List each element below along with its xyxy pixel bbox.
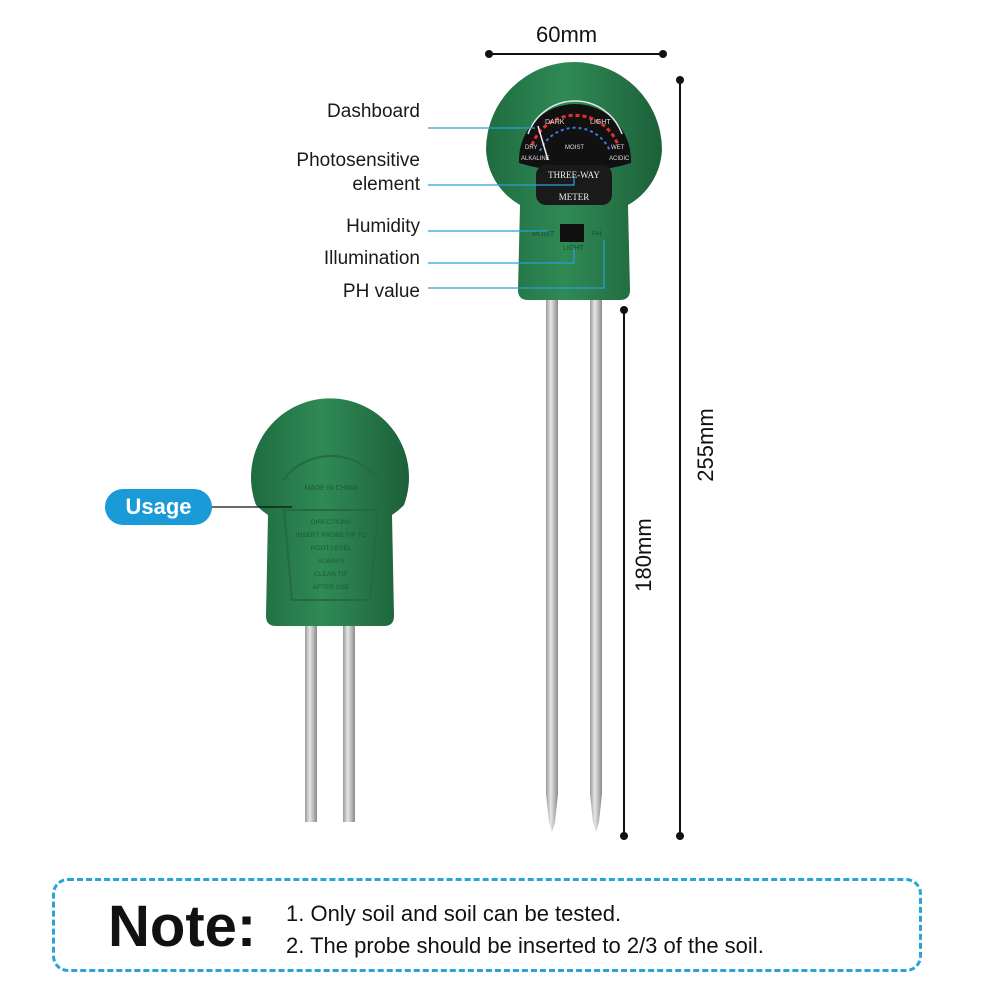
made-in-label: MADE IN CHINA: [305, 485, 358, 492]
mode-switch[interactable]: [560, 224, 584, 242]
switch-ph-label: PH: [592, 231, 602, 238]
main-probe-right: [590, 298, 602, 832]
directions-text: DIRECTIONS INSERT PROBE TIP TO ROOT LEVE…: [296, 519, 366, 591]
dial-dark-label: DARK: [545, 119, 565, 126]
dial-scale: [527, 100, 623, 161]
back-probe-right: [343, 620, 355, 822]
callout-illumination: Illumination: [323, 248, 420, 269]
illumination-leader: [428, 248, 575, 264]
back-body: [251, 398, 409, 626]
callout-dashboard: Dashboard: [327, 101, 420, 122]
dial-needle: [537, 125, 549, 161]
photosensitive-leader: [428, 176, 575, 186]
usage-badge: Usage: [105, 489, 212, 525]
total-length-dimension: [676, 76, 684, 840]
back-probe-left: [305, 620, 317, 822]
directions-line: INSERT PROBE TIP TO: [296, 532, 366, 539]
brand-line-1: THREE-WAY: [548, 170, 600, 180]
note-line-1: 1. Only soil and soil can be tested.: [286, 901, 622, 926]
note-title: Note:: [108, 894, 257, 959]
back-panel-emboss: [282, 509, 380, 601]
dial-alkaline-label: ALKALINE: [521, 156, 550, 162]
brand-line-2: METER: [559, 192, 590, 202]
ph-leader: [428, 240, 605, 289]
probe-length-label: 180mm: [631, 518, 656, 592]
dial-acidic-label: ACIDIC: [609, 156, 630, 162]
dial-wet-label: WET: [611, 145, 625, 151]
main-probe-left: [546, 298, 558, 832]
switch-moist-label: MOIST: [532, 231, 555, 238]
callout-ph-value: PH value: [342, 281, 420, 302]
callout-humidity: Humidity: [346, 216, 420, 237]
dial-moist-label: MOIST: [565, 145, 584, 151]
callout-photosensitive-line1: Photosensitive: [296, 150, 420, 171]
directions-line: CLEAN TIP: [314, 571, 347, 578]
note-box: [52, 878, 922, 972]
callout-lines: [428, 127, 605, 289]
directions-line: ROOT LEVEL: [311, 545, 352, 552]
width-dimension: [485, 50, 667, 58]
width-label: 60mm: [536, 22, 598, 47]
note-line-2: 2. The probe should be inserted to 2/3 o…: [286, 933, 764, 958]
directions-line: AFTER USE: [313, 584, 350, 591]
back-arc-emboss: [282, 455, 380, 481]
directions-line: DIRECTIONS: [311, 519, 352, 526]
probe-length-dimension: [620, 306, 628, 840]
total-length-label: 255mm: [693, 408, 718, 482]
callout-photosensitive-line2: element: [352, 174, 420, 195]
dial-light-label: LIGHT: [590, 119, 611, 126]
directions-line: ALWAYS: [318, 558, 345, 565]
dial-dry-label: DRY: [525, 145, 538, 151]
